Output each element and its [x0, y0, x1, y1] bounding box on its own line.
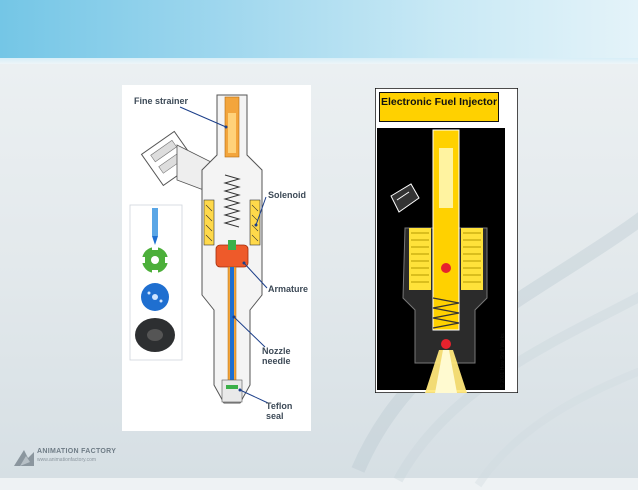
header-banner	[0, 0, 638, 58]
header-stripe	[0, 58, 638, 64]
logo-name: ANIMATION FACTORY	[37, 448, 117, 455]
injector-cross-section-panel: Fine strainer Solenoid Armature Nozzle n…	[122, 85, 311, 431]
injector-title: Electronic Fuel Injector	[379, 92, 499, 122]
copyright-note: © 2001 How Stuff Works	[500, 333, 506, 388]
logo-url: www.animationfactory.com	[37, 457, 97, 463]
label-solenoid: Solenoid	[268, 190, 306, 200]
electronic-injector-drawing	[374, 87, 519, 394]
injector-cross-section-drawing	[129, 94, 269, 404]
label-teflon-seal: Teflon seal	[266, 401, 293, 421]
label-armature: Armature	[268, 284, 309, 294]
animation-factory-logo	[14, 450, 34, 466]
electronic-injector-panel	[374, 87, 519, 394]
label-nozzle-needle: Nozzle needle	[262, 346, 291, 366]
label-fine-strainer: Fine strainer	[134, 96, 189, 106]
